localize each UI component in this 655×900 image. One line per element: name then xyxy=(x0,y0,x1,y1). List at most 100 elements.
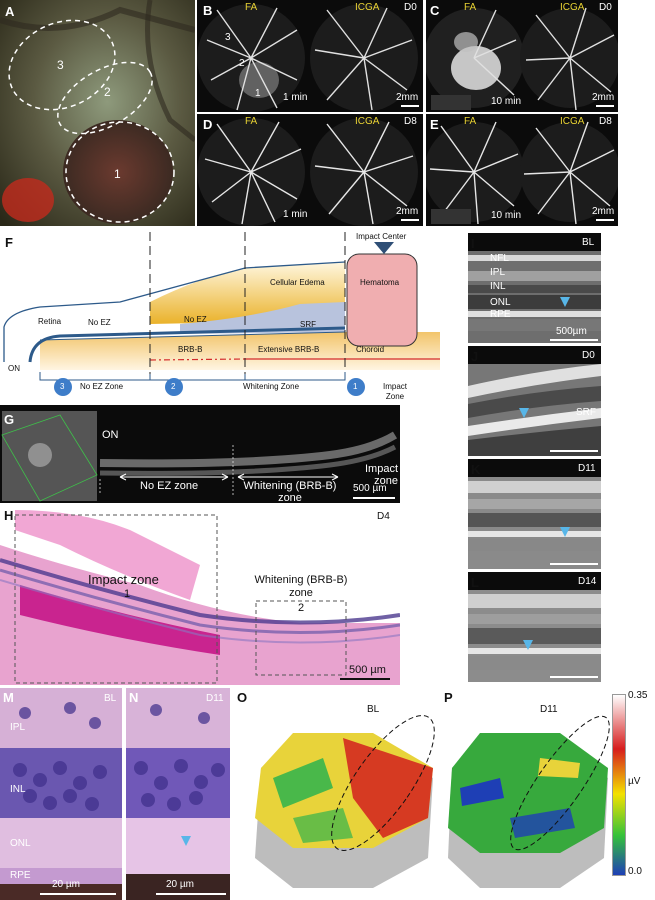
panel-label-o: O xyxy=(237,690,248,705)
colorbar-unit: µV xyxy=(628,776,641,787)
extensive-brbb-label: Extensive BRB-B xyxy=(258,345,320,354)
on-label-f: ON xyxy=(8,364,20,373)
colorbar-min: 0.0 xyxy=(628,866,642,877)
zone-name-2: Whitening Zone xyxy=(243,382,300,391)
panel-p: P D11 xyxy=(440,688,610,900)
panel-i: I BL NFL IPL INL ONL RPE 500µm xyxy=(468,233,601,343)
oct-scan-l xyxy=(468,590,601,682)
time-label-e: 10 min xyxy=(491,210,522,221)
scale-bar-d xyxy=(401,219,419,221)
scale-label-h: 500 µm xyxy=(349,664,386,676)
panel-k: K D11 xyxy=(468,459,601,569)
day-label-m: BL xyxy=(104,693,117,704)
on-label-g: ON xyxy=(102,429,119,441)
day-label-i: BL xyxy=(582,237,595,248)
fa-label-b: FA xyxy=(245,2,258,13)
panel-label-g: G xyxy=(4,412,15,427)
impact-num-h: 1 xyxy=(124,588,131,600)
whitening-zone-label-h: Whitening (BRB-B) zone xyxy=(254,574,348,599)
num-1-b: 1 xyxy=(255,88,261,99)
panel-label-m: M xyxy=(3,690,14,705)
day-label-p: D11 xyxy=(540,704,558,715)
scale-label-n: 20 µm xyxy=(166,879,194,890)
layer-inl-m: INL xyxy=(10,784,26,795)
panel-g: G ON Impact zone No EZ zone Whitening (B… xyxy=(0,405,400,503)
panel-f: F Impact Center Retina No EZ No EZ Cellu… xyxy=(0,232,440,402)
layer-inl-i: INL xyxy=(490,281,506,292)
icga-label-b: ICGA xyxy=(355,2,380,13)
day-label-c: D0 xyxy=(599,2,612,13)
colorbar: 0.35 µV 0.0 xyxy=(608,688,655,900)
num-3-b: 3 xyxy=(225,32,231,43)
zone-name-1: Impact Zone xyxy=(382,382,407,401)
zone-num-1: 1 xyxy=(353,382,358,391)
colorbar-gradient xyxy=(612,694,626,876)
zone-name-3: No EZ Zone xyxy=(80,382,124,391)
scale-bar-i xyxy=(550,339,598,341)
histology-h xyxy=(0,510,400,685)
zone-num-3: 3 xyxy=(60,382,65,391)
scale-bar-l xyxy=(550,676,598,678)
panel-label-h: H xyxy=(4,508,14,523)
impact-zone-label-h: Impact zone xyxy=(88,572,159,587)
day-label-h: D4 xyxy=(377,511,390,522)
angiogram-b xyxy=(197,4,418,112)
day-label-b: D0 xyxy=(404,2,417,13)
zone-3-label: 3 xyxy=(57,58,64,72)
choroid-label: Choroid xyxy=(356,345,385,354)
day-label-n: D11 xyxy=(206,693,224,704)
hematoma-label: Hematoma xyxy=(360,278,400,287)
oct-scan-g xyxy=(1,411,398,502)
fa-label-e: FA xyxy=(464,116,477,127)
erg-map-o xyxy=(255,715,435,888)
time-label-c: 10 min xyxy=(491,96,522,107)
panel-e: E FA ICGA D8 10 min 2mm xyxy=(426,114,618,226)
panel-label-b: B xyxy=(203,3,213,18)
panel-label-p: P xyxy=(444,690,453,705)
day-label-l: D14 xyxy=(578,576,597,587)
zone-2-label: 2 xyxy=(104,85,111,99)
panel-label-l: L xyxy=(471,575,479,590)
layer-onl-m: ONL xyxy=(10,838,31,849)
layer-ipl-m: IPL xyxy=(10,722,26,733)
time-label-d: 1 min xyxy=(283,209,308,220)
scale-bar-k xyxy=(550,563,598,565)
day-label-e: D8 xyxy=(599,116,612,127)
panel-label-f: F xyxy=(5,235,13,250)
scale-bar-c xyxy=(596,105,614,107)
cellular-edema-label: Cellular Edema xyxy=(270,278,325,287)
panel-label-c: C xyxy=(430,3,440,18)
scale-label-g: 500 µm xyxy=(353,483,387,494)
angiogram-d xyxy=(197,118,418,226)
retina-label: Retina xyxy=(38,317,62,326)
angiogram-c xyxy=(426,7,618,111)
panel-b: B FA ICGA D0 3 2 1 1 min 2mm xyxy=(197,0,423,112)
zone-schematic xyxy=(3,232,440,396)
num-2-b: 2 xyxy=(239,58,245,69)
angiogram-e xyxy=(426,121,618,225)
scale-bar-g xyxy=(353,497,395,499)
panel-label-d: D xyxy=(203,117,213,132)
oct-scan-i xyxy=(468,251,601,343)
scale-label-c: 2mm xyxy=(592,92,615,103)
day-label-k: D11 xyxy=(578,463,596,474)
scale-label-d: 2mm xyxy=(396,206,419,217)
panel-j: J D0 SRF xyxy=(468,346,601,456)
layer-nfl-i: NFL xyxy=(490,253,509,264)
day-label-d: D8 xyxy=(404,116,417,127)
impact-label-g: Impact zone xyxy=(364,463,398,487)
scale-label-m: 20 µm xyxy=(52,879,80,890)
fa-label-d: FA xyxy=(245,116,258,127)
layer-rpe-m: RPE xyxy=(10,870,31,881)
no-ez-zone-label: No EZ zone xyxy=(140,480,199,492)
scale-label-i: 500µm xyxy=(556,326,587,337)
zone-3-outline xyxy=(8,19,116,111)
time-label-b: 1 min xyxy=(283,92,308,103)
oct-scan-j xyxy=(468,364,601,456)
oct-scan-k xyxy=(468,477,601,569)
zone-1-label: 1 xyxy=(114,167,121,181)
erg-map-p xyxy=(448,715,610,888)
layer-rpe-i: RPE xyxy=(490,309,511,320)
scale-bar-b xyxy=(401,105,419,107)
icga-label-e: ICGA xyxy=(560,116,585,127)
